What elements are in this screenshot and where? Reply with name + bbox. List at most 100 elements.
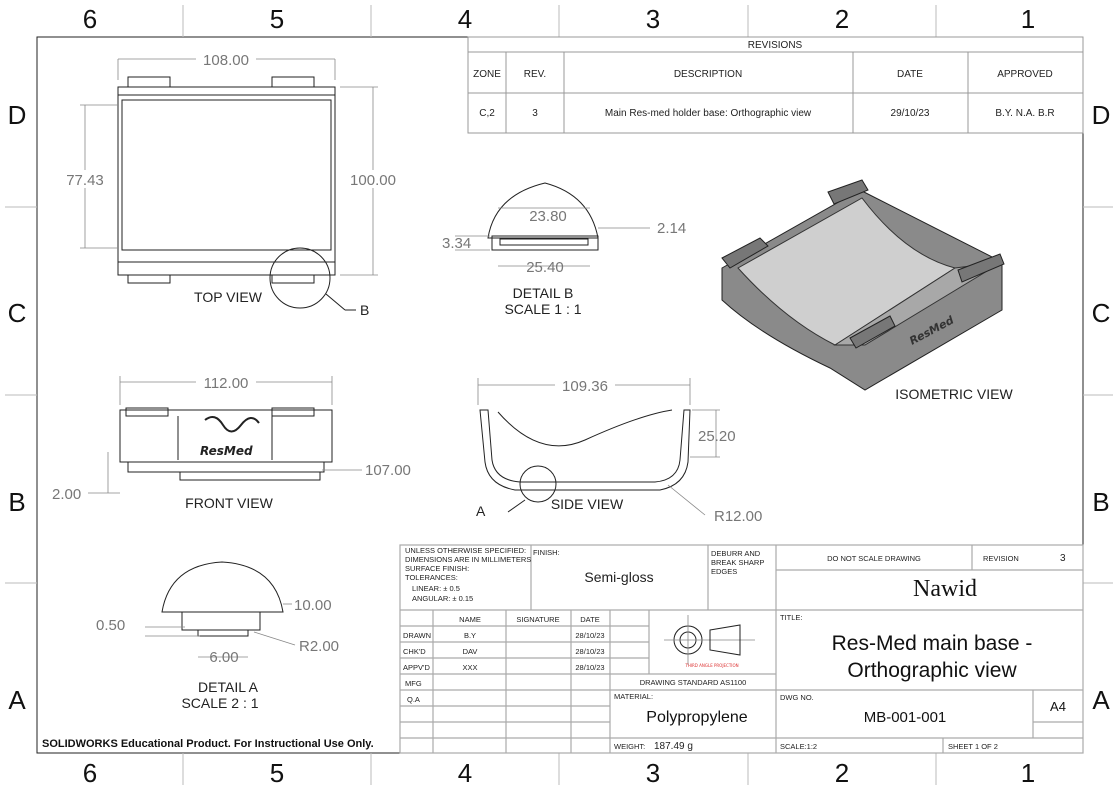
zone-row-a-right: A	[1092, 685, 1110, 715]
detail-a-dim-width: 10.00	[294, 597, 332, 614]
note-1: UNLESS OTHERWISE SPECIFIED:	[405, 546, 526, 555]
zone-row-c: C	[8, 298, 27, 328]
rev-header-rev: REV.	[524, 69, 546, 80]
weight-value: 187.49 g	[654, 741, 693, 752]
side-view: 109.36 25.20 R12.00 A SIDE VIEW	[476, 376, 762, 525]
zone-col-1-bottom: 1	[1021, 758, 1035, 788]
role-qa: Q.A	[407, 695, 420, 704]
front-view-label: FRONT VIEW	[185, 495, 273, 511]
detail-a-scale: SCALE 2 : 1	[181, 695, 258, 711]
projection-symbol: THIRD ANGLE PROJECTION	[664, 615, 755, 668]
rev-header-zone: ZONE	[473, 69, 501, 80]
zone-col-3: 3	[646, 4, 660, 34]
detail-a-dim-step: 0.50	[96, 617, 125, 634]
rev-number: 3	[532, 108, 538, 119]
detail-b-view: 23.80 3.34 2.14 25.40 DETAIL B SCALE 1 :…	[442, 182, 686, 317]
zone-row-a: A	[8, 685, 26, 715]
detail-a-dim-foot: 6.00	[209, 649, 238, 666]
zone-row-d-right: D	[1092, 100, 1111, 130]
dwg-no-value: MB-001-001	[864, 709, 947, 726]
sheet-number: SHEET 1 OF 2	[948, 742, 998, 751]
header-signature: SIGNATURE	[516, 615, 559, 624]
scale-value: SCALE:1:2	[780, 742, 817, 751]
detail-b-label: DETAIL B	[513, 285, 574, 301]
rev-date: 29/10/23	[891, 108, 930, 119]
detail-a-label: DETAIL A	[198, 679, 259, 695]
detail-a-view: 10.00 0.50 R2.00 6.00 DETAIL A SCALE 2 :…	[96, 561, 339, 711]
isometric-view: ResMed ISOMETRIC VIEW	[721, 179, 1014, 402]
top-dim-inner: 77.43	[66, 172, 104, 189]
isometric-view-label: ISOMETRIC VIEW	[895, 386, 1013, 402]
tolerance-linear: LINEAR: ± 0.5	[412, 584, 460, 593]
material-label: MATERIAL:	[614, 692, 653, 701]
detail-a-circle	[519, 465, 557, 503]
deburr-3: EDGES	[711, 567, 737, 576]
note-4: TOLERANCES:	[405, 573, 458, 582]
front-dim-offset: 2.00	[52, 486, 81, 503]
side-dim-length: 109.36	[562, 378, 608, 395]
title-block-text: UNLESS OTHERWISE SPECIFIED: DIMENSIONS A…	[403, 546, 1066, 752]
tolerance-angular: ANGULAR: ± 0.15	[412, 594, 473, 603]
name-drawn: B.Y	[464, 631, 476, 640]
front-logo: ResMed	[200, 444, 253, 458]
finish-value: Semi-gloss	[584, 569, 653, 585]
zone-row-d: D	[8, 100, 27, 130]
zone-col-4: 4	[458, 4, 472, 34]
rev-header-approved: APPROVED	[997, 69, 1053, 80]
zone-col-5-bottom: 5	[270, 758, 284, 788]
rev-approved: B.Y. N.A. B.R	[995, 108, 1054, 119]
revisions-title: REVISIONS	[748, 40, 803, 51]
name-approved: XXX	[462, 663, 477, 672]
deburr-2: BREAK SHARP	[711, 558, 764, 567]
date-drawn: 28/10/23	[575, 631, 604, 640]
zone-row-b-right: B	[1092, 487, 1109, 517]
callout-b: B	[360, 302, 369, 318]
detail-b-dim-width: 25.40	[526, 259, 564, 276]
side-dim-radius: R12.00	[714, 508, 762, 525]
rev-description: Main Res-med holder base: Orthographic v…	[605, 108, 812, 119]
role-approved: APPV'D	[403, 663, 430, 672]
note-2: DIMENSIONS ARE IN MILLIMETERS	[405, 555, 531, 564]
name-checked: DAV	[463, 647, 478, 656]
rev-header-description: DESCRIPTION	[674, 69, 742, 80]
weight-label: WEIGHT:	[614, 742, 645, 751]
header-name: NAME	[459, 615, 481, 624]
title-label: TITLE:	[780, 613, 803, 622]
rev-zone: C,2	[479, 108, 495, 119]
top-dim-depth: 100.00	[350, 172, 396, 189]
top-dim-width: 108.00	[203, 52, 249, 69]
educational-footer: SOLIDWORKS Educational Product. For Inst…	[42, 738, 374, 750]
deburr-1: DEBURR AND	[711, 549, 761, 558]
note-3: SURFACE FINISH:	[405, 564, 469, 573]
rev-header-date: DATE	[897, 69, 923, 80]
revision-label: REVISION	[983, 554, 1019, 563]
revision-value: 3	[1060, 553, 1066, 564]
zone-ticks	[5, 5, 1113, 785]
top-view: 108.00 77.43 100.00 TOP VIEW B	[62, 50, 398, 318]
zone-col-6: 6	[83, 4, 97, 34]
detail-b-dim-lip: 2.14	[657, 220, 686, 237]
zone-labels: 6 5 4 3 2 1 6 5 4 3 2 1 D C B A D C B A	[8, 4, 1111, 788]
zone-row-b: B	[8, 487, 25, 517]
front-view: ResMed 112.00 107.00 2.00 FRONT VIEW	[52, 373, 411, 511]
resmed-wave-logo	[204, 415, 260, 433]
title-block	[399, 544, 1084, 754]
zone-col-3-bottom: 3	[646, 758, 660, 788]
top-view-label: TOP VIEW	[194, 289, 263, 305]
drawing-title-line2: Orthographic view	[847, 659, 1017, 682]
zone-col-4-bottom: 4	[458, 758, 472, 788]
detail-b-scale: SCALE 1 : 1	[504, 301, 581, 317]
zone-row-c-right: C	[1092, 298, 1111, 328]
side-view-label: SIDE VIEW	[551, 496, 624, 512]
finish-label: FINISH:	[533, 548, 560, 557]
drawing-standard: DRAWING STANDARD AS1100	[640, 678, 747, 687]
detail-b-dim-top: 23.80	[529, 208, 567, 225]
header-date: DATE	[580, 615, 599, 624]
zone-col-2: 2	[835, 4, 849, 34]
company-name: Nawid	[913, 576, 977, 602]
material-value: Polypropylene	[646, 709, 748, 726]
role-checked: CHK'D	[403, 647, 426, 656]
zone-col-2-bottom: 2	[835, 758, 849, 788]
zone-col-6-bottom: 6	[83, 758, 97, 788]
projection-text: THIRD ANGLE PROJECTION	[684, 663, 738, 668]
